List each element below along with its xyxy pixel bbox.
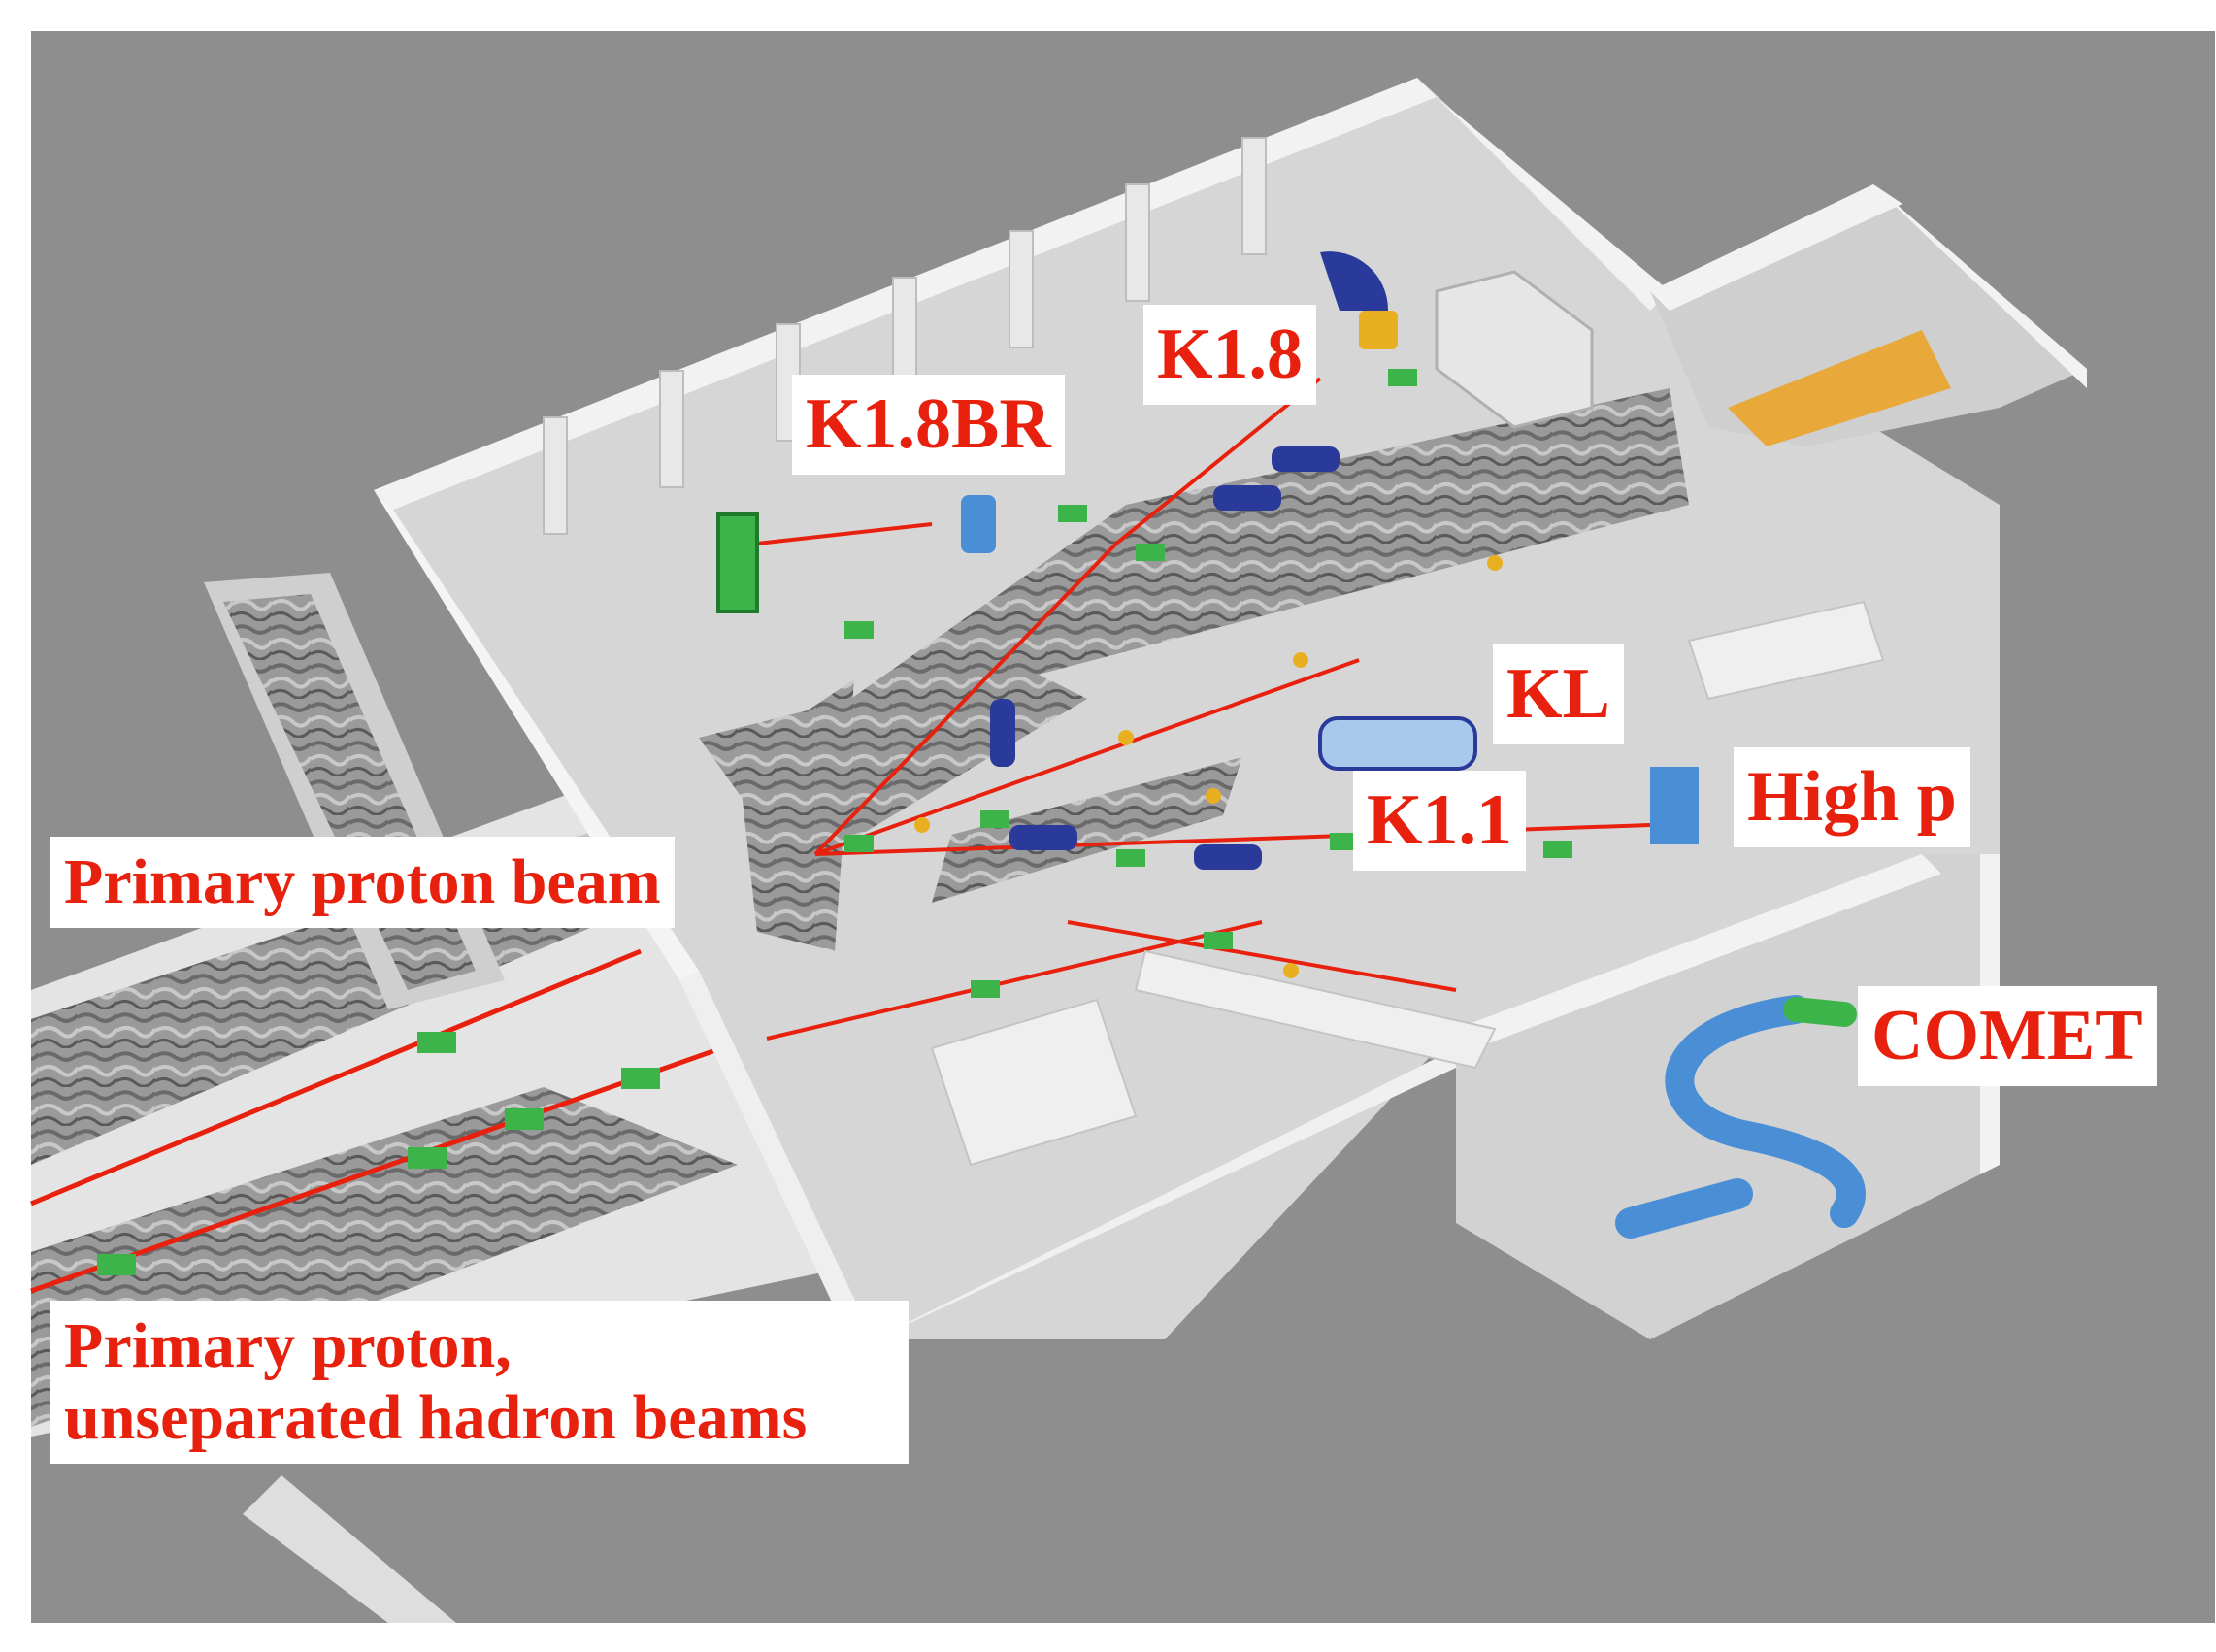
label-unseparated-hadron-beams: Primary proton, unseparated hadron beams [50, 1301, 909, 1464]
label-unseparated-line-2: unseparated hadron beams [64, 1381, 808, 1453]
kl-solenoid [1318, 716, 1477, 771]
k18br-cryostat [961, 495, 996, 553]
label-k1-8: K1.8 [1143, 305, 1317, 405]
label-k1-8br: K1.8BR [792, 375, 1065, 475]
k18br-detector [716, 512, 759, 613]
side-room-upper [1650, 184, 2087, 446]
buttress-walls [543, 137, 1267, 535]
floor-slabs [930, 600, 1885, 1167]
quadrupole-triplets [990, 446, 1340, 870]
k18-dipole [1359, 311, 1398, 349]
label-k1-1: K1.1 [1353, 771, 1527, 871]
side-room-lower [1456, 854, 2000, 1339]
label-unseparated-line-1: Primary proton, [64, 1310, 512, 1381]
k18-spectrometer [1320, 251, 1389, 311]
counting-house [1435, 270, 1594, 429]
beamline-magnets [844, 369, 1572, 998]
label-high-p: High p [1734, 747, 1970, 847]
label-comet: COMET [1858, 986, 2157, 1086]
label-primary-proton-beam: Primary proton beam [50, 837, 675, 928]
high-p-magnet [1650, 767, 1699, 844]
label-kl: KL [1493, 644, 1624, 744]
